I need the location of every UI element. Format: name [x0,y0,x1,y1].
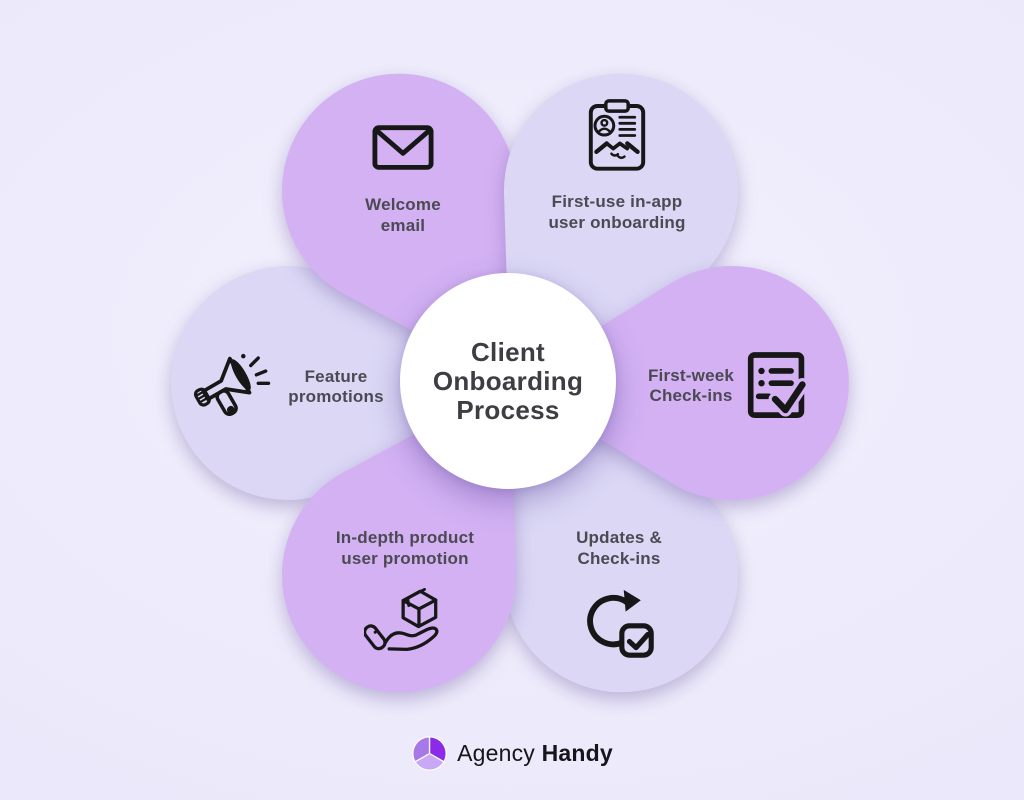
petal-label: Updates & Check-ins [576,528,662,568]
checklist-icon [747,352,809,418]
petal-item-updates: Updates & Check-ins [519,528,719,659]
petal-first-week-check-ins [510,266,849,500]
brand-name: Agency Handy [457,740,613,767]
petal-feature-promotions [171,266,511,500]
petal-item-in-depth: In-depth product user promotion [303,528,507,661]
petal-item-welcome-email: Welcome email [305,124,501,236]
diagram-title: Client Onboarding Process [432,336,584,425]
petal-label: Feature promotions [288,366,384,407]
brand-name-bold: Handy [541,740,613,766]
petal-label: In-depth product user promotion [335,528,475,568]
petal-item-first-use: First-use in-app user onboarding [517,98,717,233]
petal-label: First-use in-app user onboarding [548,192,686,232]
brand-name-regular: Agency [457,740,536,766]
center-circle: Client Onboarding Process [400,273,616,489]
hand-box-icon [364,587,439,651]
agency-handy-logo-icon [412,736,447,771]
clipboard-handshake-icon [588,99,646,171]
megaphone-icon [194,353,271,417]
petal-item-first-week: First-week Check-ins [628,348,828,424]
petal-label: Welcome email [365,195,441,235]
petal-label: First-week Check-ins [647,365,735,406]
refresh-check-icon [587,589,654,658]
envelope-icon [372,125,434,170]
footer-brand: Agency Handy [0,735,1024,772]
petal-item-feature-promotions: Feature promotions [186,346,388,428]
